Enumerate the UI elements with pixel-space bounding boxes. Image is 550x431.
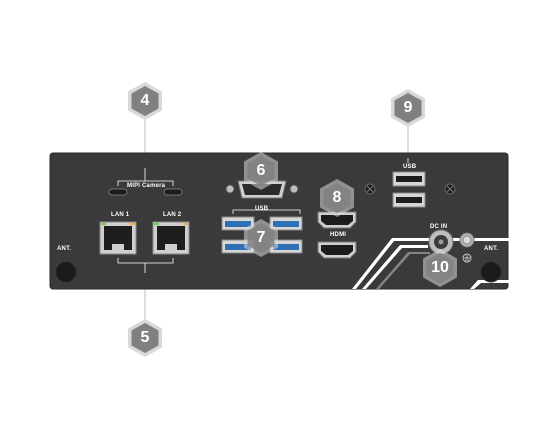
callout-badge-7: 7 (241, 218, 281, 258)
lan-port-2 (152, 221, 190, 255)
lan2-label: LAN 2 (163, 212, 182, 218)
lan-port-1 (99, 221, 137, 255)
usb2-ports (392, 171, 426, 208)
usb-bracket (232, 209, 301, 214)
ant-right-label: ANT. (484, 246, 499, 252)
com-port (225, 180, 299, 199)
callout-badge-6: 6 (241, 151, 281, 191)
callout-badge-8: 8 (317, 178, 357, 218)
badge-number: 4 (140, 92, 150, 109)
mipi-port-2 (163, 188, 183, 196)
ground-screw (459, 232, 475, 263)
badge-number: 6 (256, 162, 266, 179)
mipi-camera-label: MIPI Camera (127, 183, 166, 189)
hdmi-port-top (317, 211, 357, 229)
antenna-hole-left (55, 261, 77, 283)
lan1-label: LAN 1 (111, 212, 130, 218)
mipi-port-1 (108, 188, 128, 196)
lan-bracket (117, 258, 174, 273)
callout-badge-5: 5 (125, 318, 165, 358)
callout-badge-4: 4 (125, 81, 165, 121)
screws (364, 183, 456, 195)
accent-stripes (352, 238, 510, 289)
hdmi-port-bottom (317, 241, 357, 259)
badge-number: 9 (403, 99, 413, 116)
hdmi-label: HDMI (330, 232, 347, 238)
dc-in-label: DC IN (430, 224, 448, 230)
callout-badge-9: 9 (388, 88, 428, 128)
mipi-bracket (117, 168, 174, 186)
ant-left-label: ANT. (57, 246, 72, 252)
usb-top-label: USB (255, 206, 269, 212)
badge-number: 10 (431, 259, 449, 276)
callout-badge-10: 10 (420, 248, 460, 288)
badge-number: 8 (332, 189, 342, 206)
badge-number: 5 (140, 329, 150, 346)
dc-in-jack (428, 229, 454, 255)
usb-right-label: USB (403, 164, 417, 170)
badge-number: 7 (256, 229, 266, 246)
antenna-hole-right (480, 261, 502, 283)
